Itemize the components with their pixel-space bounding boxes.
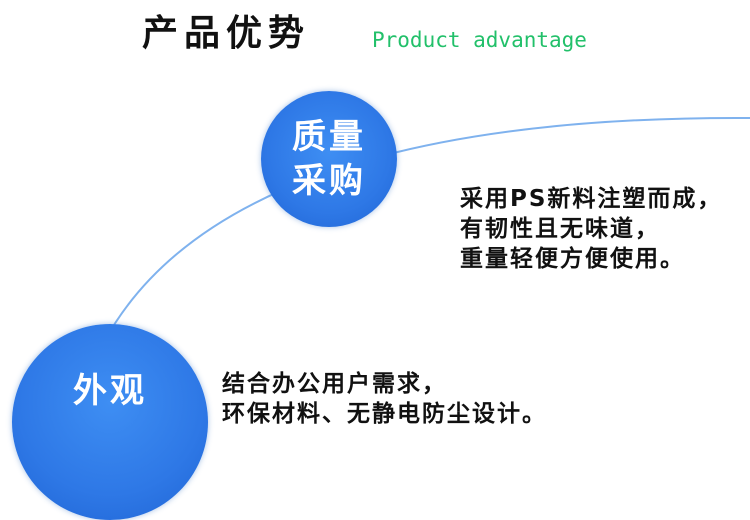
quality-badge: 质量 采购 xyxy=(261,91,397,227)
quality-description-line: 重量轻便方便使用。 xyxy=(460,246,685,272)
page-title: 产品优势 xyxy=(142,13,311,54)
appearance-description-line: 环保材料、无静电防尘设计。 xyxy=(222,401,547,427)
quality-description-line: 有韧性且无味道， xyxy=(460,216,660,242)
appearance-description: 结合办公用户需求， 环保材料、无静电防尘设计。 xyxy=(222,369,547,429)
quality-description-line: 采用PS新料注塑而成， xyxy=(460,186,723,212)
appearance-description-line: 结合办公用户需求， xyxy=(222,371,447,397)
quality-description: 采用PS新料注塑而成， 有韧性且无味道， 重量轻便方便使用。 xyxy=(460,184,722,274)
appearance-badge-label: 外观 xyxy=(73,371,147,411)
quality-badge-line2: 采购 xyxy=(292,161,366,201)
appearance-badge: 外观 xyxy=(12,324,208,520)
quality-badge-line1: 质量 xyxy=(292,117,366,157)
page-subtitle: Product advantage xyxy=(372,28,587,52)
page-header: 产品优势 Product advantage xyxy=(0,0,750,80)
